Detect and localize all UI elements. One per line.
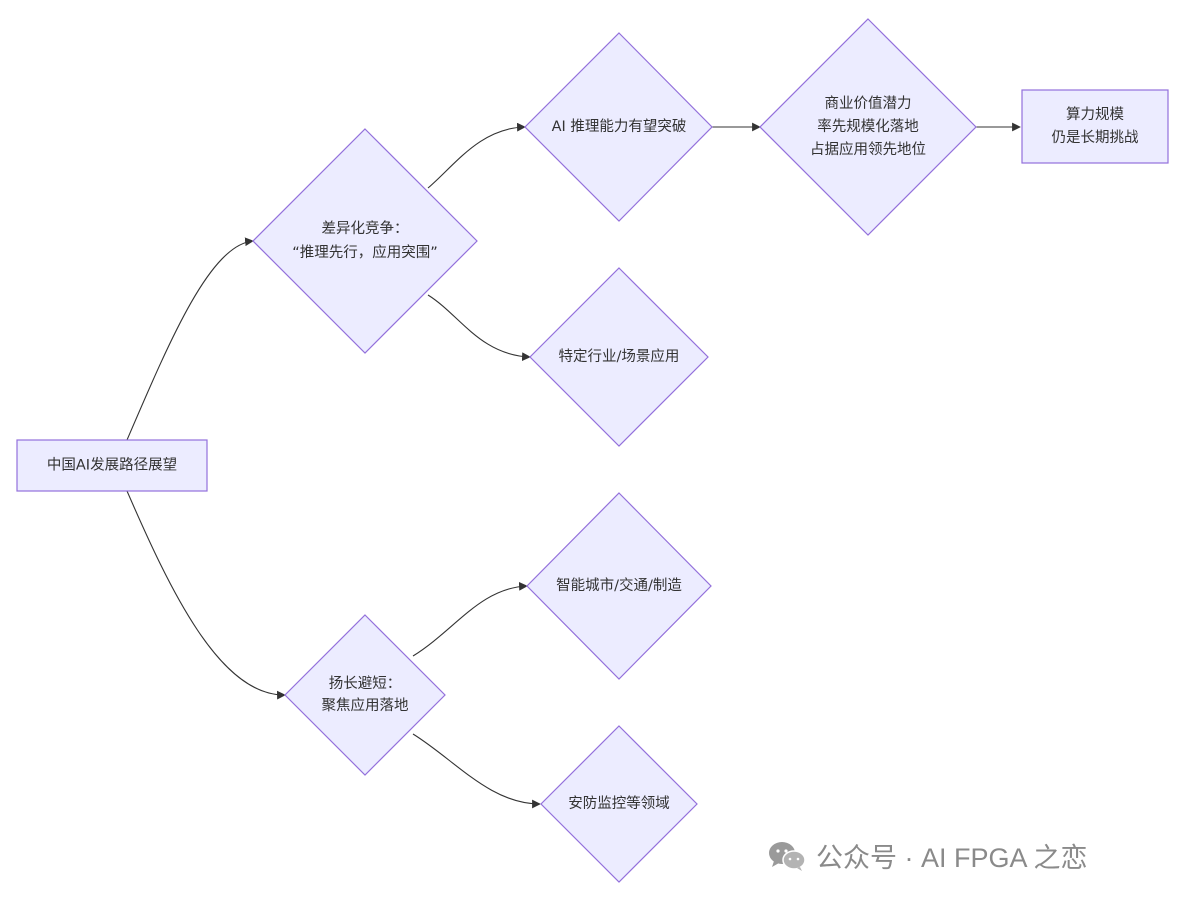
node-commercial-line1: 商业价值潜力 bbox=[825, 95, 912, 112]
node-reasoning-label: AI 推理能力有望突破 bbox=[552, 118, 687, 135]
node-commercial-line3: 占据应用领先地位 bbox=[810, 140, 926, 158]
watermark: 公众号 · AI FPGA 之恋 bbox=[768, 836, 1088, 875]
node-commercial-line2: 率先规模化落地 bbox=[817, 118, 919, 135]
wechat-icon bbox=[769, 841, 806, 871]
node-reasoning: AI 推理能力有望突破 bbox=[524, 32, 713, 222]
edge-root-to-strength bbox=[126, 490, 286, 700]
node-security: 安防监控等领域 bbox=[540, 725, 698, 883]
node-compute: 算力规模 仍是长期挑战 bbox=[1021, 89, 1169, 164]
node-differentiation-title: 差异化竞争： bbox=[322, 219, 409, 237]
node-industry-label: 特定行业/场景应用 bbox=[559, 347, 680, 365]
node-strength-subtitle: 聚焦应用落地 bbox=[322, 696, 409, 714]
node-strength-title: 扬长避短： bbox=[329, 675, 402, 692]
edge-strength-to-smart-city bbox=[412, 581, 528, 657]
watermark-text: 公众号 · AI FPGA 之恋 bbox=[816, 843, 1088, 873]
edge-strength-to-security bbox=[412, 733, 541, 809]
edges bbox=[126, 122, 1021, 809]
node-root-label: 中国AI发展路径展望 bbox=[47, 457, 177, 474]
node-industry: 特定行业/场景应用 bbox=[529, 267, 709, 447]
node-smart-city: 智能城市/交通/制造 bbox=[526, 492, 712, 680]
node-differentiation-subtitle: “推理先行，应用突围” bbox=[292, 243, 438, 261]
node-root: 中国AI发展路径展望 bbox=[16, 439, 208, 492]
edge-differentiation-to-reasoning bbox=[427, 122, 526, 189]
node-strength: 扬长避短： 聚焦应用落地 bbox=[284, 614, 446, 776]
node-compute-line1: 算力规模 bbox=[1066, 106, 1124, 123]
edge-differentiation-to-industry bbox=[427, 294, 531, 362]
node-commercial: 商业价值潜力 率先规模化落地 占据应用领先地位 bbox=[759, 18, 977, 236]
edge-root-to-differentiation bbox=[126, 237, 254, 441]
node-compute-line2: 仍是长期挑战 bbox=[1052, 129, 1139, 146]
node-smart-city-label: 智能城市/交通/制造 bbox=[556, 576, 682, 594]
node-differentiation: 差异化竞争： “推理先行，应用突围” bbox=[252, 128, 478, 354]
node-security-label: 安防监控等领域 bbox=[568, 794, 670, 812]
